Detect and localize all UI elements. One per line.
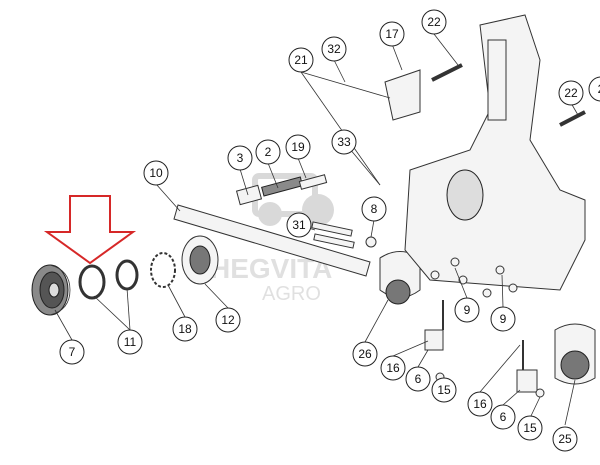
part-26-flange [379, 251, 421, 305]
svg-text:6: 6 [415, 372, 422, 386]
callout-32: 32 [321, 36, 347, 62]
svg-text:16: 16 [473, 397, 487, 411]
svg-text:8: 8 [371, 202, 378, 216]
svg-text:9: 9 [500, 312, 507, 326]
watermark-logo: HEGVITA AGRO [210, 173, 334, 305]
svg-text:25: 25 [558, 432, 572, 446]
callout-18: 18 [172, 316, 198, 342]
highlight-arrow [43, 195, 137, 265]
svg-text:22: 22 [564, 86, 578, 100]
svg-text:26: 26 [358, 347, 372, 361]
svg-text:12: 12 [221, 313, 235, 327]
callout-31: 31 [286, 212, 312, 238]
callout-22-top: 22 [421, 9, 447, 35]
svg-text:22: 22 [427, 15, 441, 29]
svg-text:32: 32 [327, 42, 341, 56]
part-25-flange [554, 323, 596, 385]
part-7-pulley [31, 264, 71, 316]
main-frame [404, 14, 586, 291]
callout-6-right: 6 [490, 404, 516, 430]
part-10-shaft [173, 204, 371, 277]
callout-3: 3 [227, 145, 253, 171]
callout-33: 33 [331, 129, 357, 155]
callout-22-right: 22 [558, 80, 584, 106]
svg-text:33: 33 [337, 135, 351, 149]
callout-6-left: 6 [405, 366, 431, 392]
svg-text:7: 7 [69, 345, 76, 359]
svg-text:31: 31 [292, 218, 306, 232]
callout-15-left: 15 [431, 377, 457, 403]
callout-16-left: 16 [380, 355, 406, 381]
callout-7: 7 [59, 339, 85, 365]
callout-17: 17 [379, 21, 405, 47]
watermark-line2: AGRO [262, 283, 321, 305]
svg-text:9: 9 [464, 303, 471, 317]
callout-8: 8 [361, 196, 387, 222]
svg-text:19: 19 [291, 140, 305, 154]
callout-26: 26 [352, 341, 378, 367]
svg-text:11: 11 [124, 335, 137, 349]
part-16-6-15-group-right [516, 340, 545, 398]
callout-21: 21 [288, 47, 314, 73]
svg-text:15: 15 [437, 383, 451, 397]
svg-text:6: 6 [500, 410, 507, 424]
callout-9-left: 9 [454, 297, 480, 323]
leader-lines [54, 33, 579, 426]
part-18-circlip [150, 252, 176, 288]
part-17-bracket [384, 69, 421, 121]
svg-text:15: 15 [523, 421, 537, 435]
callout-9-right: 9 [490, 306, 516, 332]
svg-text:2: 2 [265, 145, 272, 159]
svg-text:3: 3 [237, 151, 244, 165]
callout-16-right: 16 [467, 391, 493, 417]
callout-2-right: 2 [588, 76, 600, 102]
svg-text:16: 16 [386, 361, 400, 375]
callout-25: 25 [552, 426, 578, 452]
part-22-pin-right [559, 110, 586, 127]
callout-11: 11 [117, 329, 143, 355]
callout-2: 2 [255, 139, 281, 165]
callout-10: 10 [143, 160, 169, 186]
svg-text:2: 2 [598, 82, 600, 96]
part-16-6-15-group-left [424, 300, 445, 382]
callout-12: 12 [215, 307, 241, 333]
part-12-bearing [181, 235, 219, 285]
svg-text:18: 18 [178, 322, 192, 336]
part-31-bolts [311, 221, 355, 249]
svg-text:10: 10 [149, 166, 163, 180]
part-11-rings [78, 259, 139, 300]
svg-text:21: 21 [294, 53, 308, 67]
callout-15-right: 15 [517, 415, 543, 441]
part-22-pin-top [431, 63, 463, 82]
callout-19: 19 [285, 134, 311, 160]
part-2-3-19-bolts [235, 174, 328, 206]
svg-text:17: 17 [385, 27, 399, 41]
